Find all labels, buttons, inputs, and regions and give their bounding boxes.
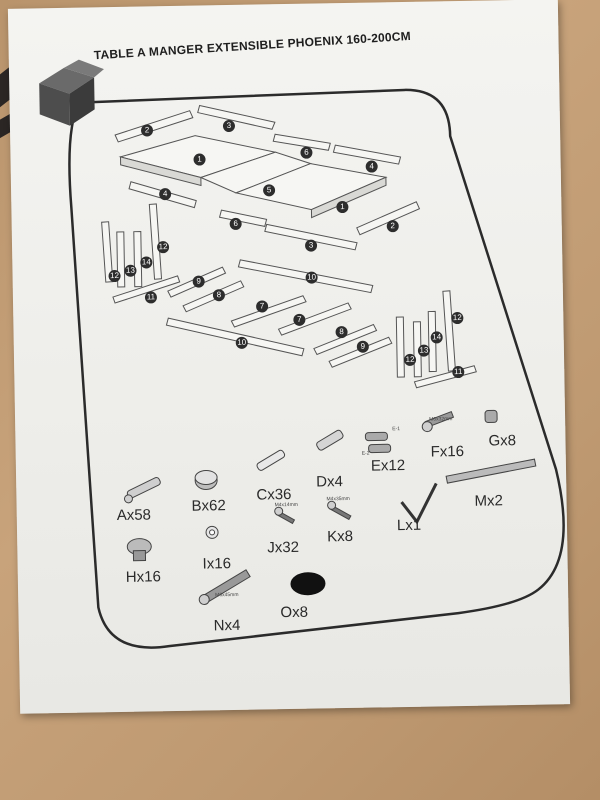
dx-dowel-icon	[316, 429, 344, 451]
hardware-label-ix: Ix16	[202, 555, 232, 573]
hardware-label-fx: Fx16	[430, 442, 465, 461]
lx-allen-key-icon	[400, 482, 438, 525]
hardware-label-hx: Hx16	[125, 568, 162, 586]
hardware-label-ax: Ax58	[116, 506, 152, 525]
spec-jx: M4x14mm	[274, 501, 298, 509]
kx-screw-icon	[327, 500, 352, 521]
ex-plug-icon	[364, 431, 392, 454]
spec-fx: M6x32mm	[429, 416, 453, 423]
hardware-label-cx: Cx36	[256, 485, 292, 504]
spec-ex-2: E-2	[361, 450, 370, 457]
fx-screw-icon	[421, 410, 455, 433]
gx-nut-icon	[484, 409, 498, 424]
hx-knob-icon	[126, 538, 152, 562]
box-icon	[39, 59, 104, 126]
mx-slide-rail-icon	[445, 458, 537, 484]
frame-border	[68, 88, 565, 649]
ax-bolt-icon	[123, 477, 161, 504]
hardware-label-jx: Jx32	[267, 538, 300, 557]
hardware-label-dx: Dx4	[316, 473, 344, 491]
spec-kx: M4x35mm	[326, 495, 350, 503]
hardware-label-gx: Gx8	[488, 432, 517, 450]
jx-screw-icon	[274, 506, 296, 525]
cx-dowel-icon	[256, 449, 286, 471]
diagram-drawing	[39, 59, 565, 649]
hardware-label-lx: Lx1	[396, 516, 422, 535]
hardware-drawings	[123, 409, 537, 606]
bx-cam-lock-icon	[194, 469, 218, 490]
hardware-label-kx: Kx8	[327, 527, 354, 546]
spec-ex-1: E-1	[392, 426, 401, 433]
hardware-label-nx: Nx4	[213, 616, 241, 635]
instruction-sheet: TABLE A MANGER EXTENSIBLE PHOENIX 160-20…	[7, 0, 571, 714]
ix-washer-icon	[205, 525, 219, 539]
spec-nx: M6x45mm	[215, 591, 239, 599]
ox-felt-pad-icon	[290, 572, 326, 596]
hardware-label-mx: Mx2	[474, 492, 504, 510]
hardware-label-ox: Ox8	[280, 603, 309, 622]
hardware-label-bx: Bx62	[191, 497, 226, 515]
hardware-label-ex: Ex12	[370, 456, 406, 475]
nx-bolt-icon	[198, 569, 251, 606]
